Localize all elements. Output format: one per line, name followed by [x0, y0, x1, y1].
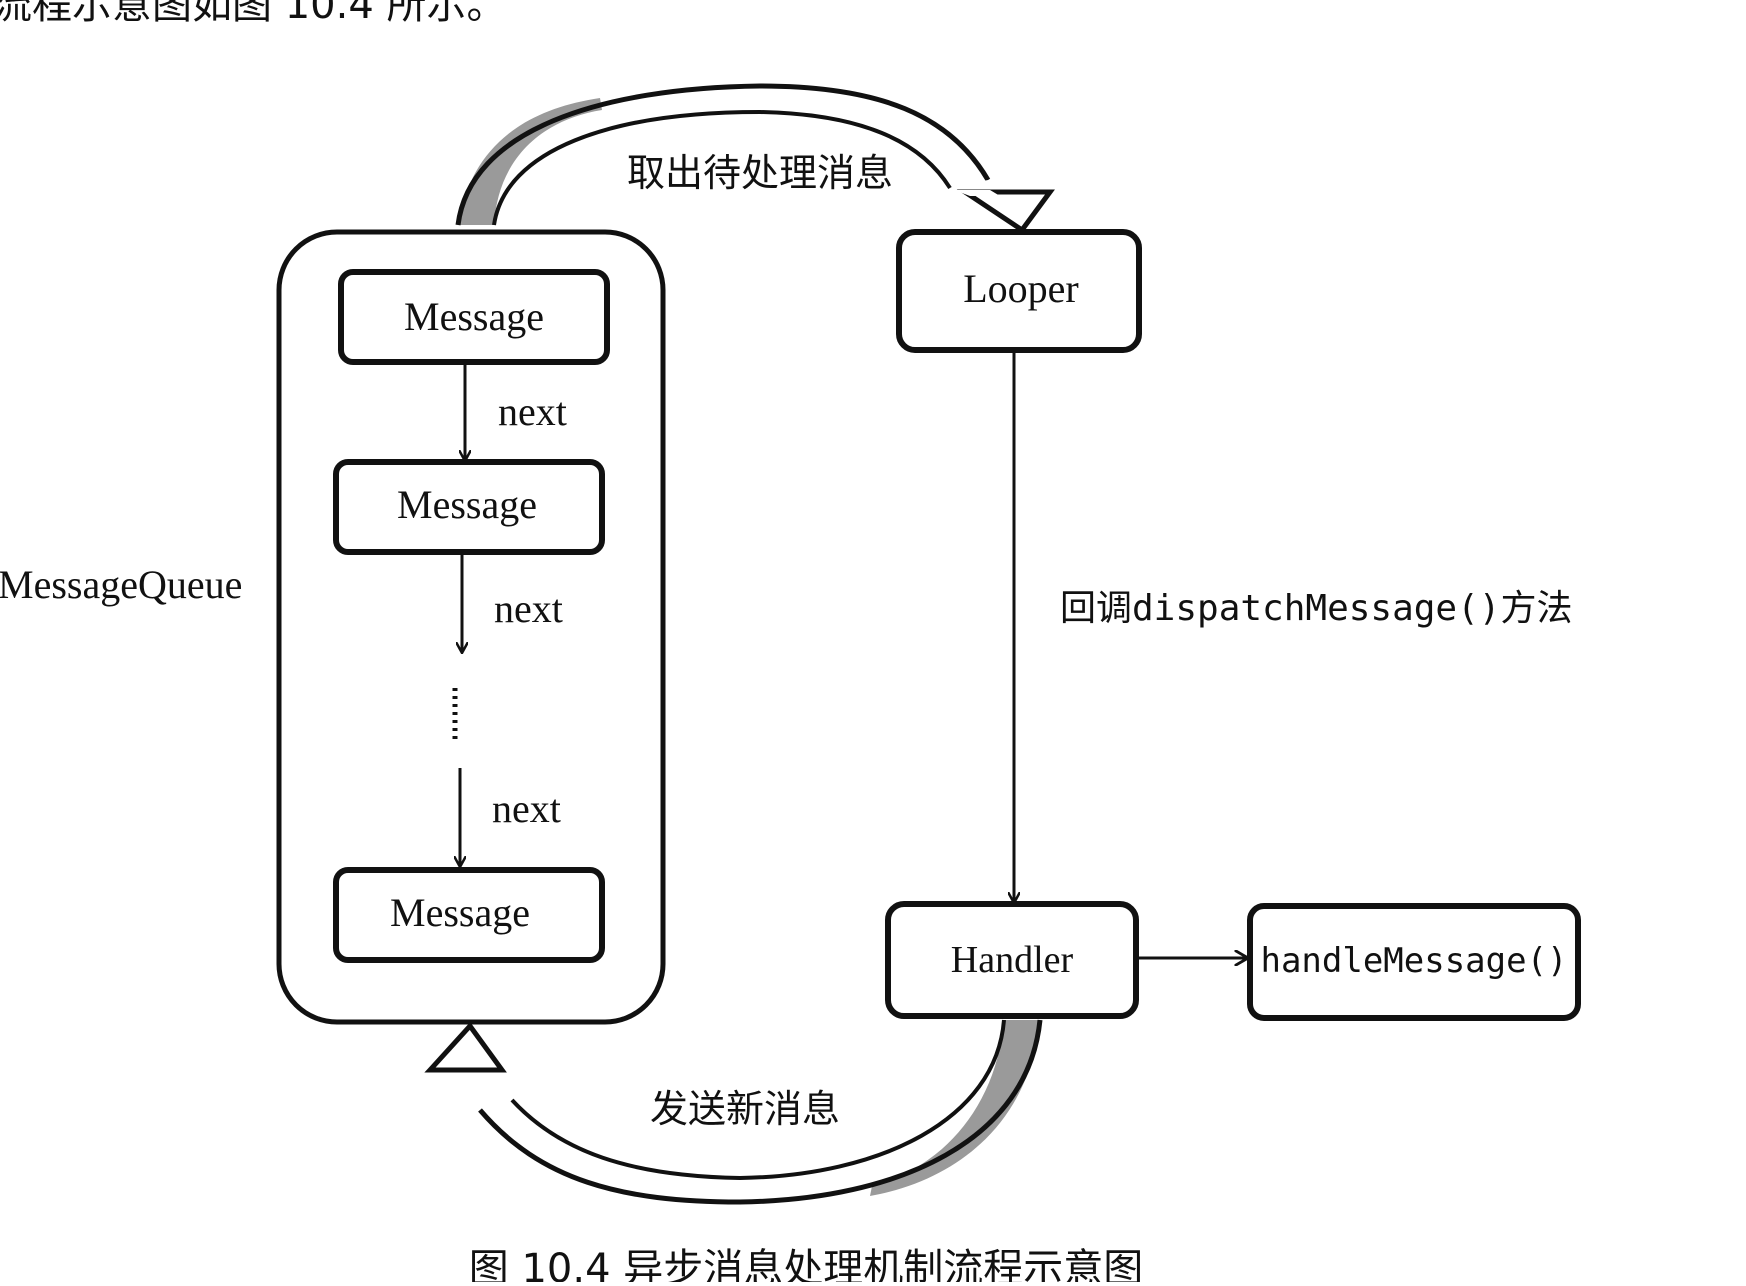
message-node-label: Message	[390, 890, 530, 935]
handle-message-node: handleMessage()	[1247, 903, 1581, 1021]
bottom-arc-label: 发送新消息	[650, 1087, 840, 1131]
figure-caption: 图 10.4 异步消息处理机制流程示意图	[469, 1246, 1144, 1282]
message-node-1: Message	[338, 269, 610, 365]
dispatch-label: 回调dispatchMessage()方法	[1060, 588, 1572, 629]
handle-message-label: handleMessage()	[1260, 941, 1567, 981]
next-label-1: next	[498, 389, 567, 434]
handler-node: Handler	[885, 901, 1139, 1019]
bottom-arc-arrow	[424, 1019, 1043, 1205]
top-text: 流程示意图如图 10.4 所示。	[0, 0, 507, 28]
message-node-2: Message	[333, 459, 605, 555]
message-node-label: Message	[397, 482, 537, 527]
next-label-3: next	[492, 786, 561, 831]
message-queue-label: MessageQueue	[0, 562, 242, 607]
handler-label: Handler	[951, 939, 1074, 981]
message-node-label: Message	[404, 294, 544, 339]
message-queue-container	[276, 229, 666, 1025]
looper-label: Looper	[963, 266, 1079, 311]
looper-node: Looper	[896, 229, 1142, 353]
message-node-3: Message	[333, 867, 605, 963]
next-label-2: next	[494, 586, 563, 631]
top-arc-label: 取出待处理消息	[627, 151, 893, 195]
top-arc-arrow	[455, 83, 1055, 234]
